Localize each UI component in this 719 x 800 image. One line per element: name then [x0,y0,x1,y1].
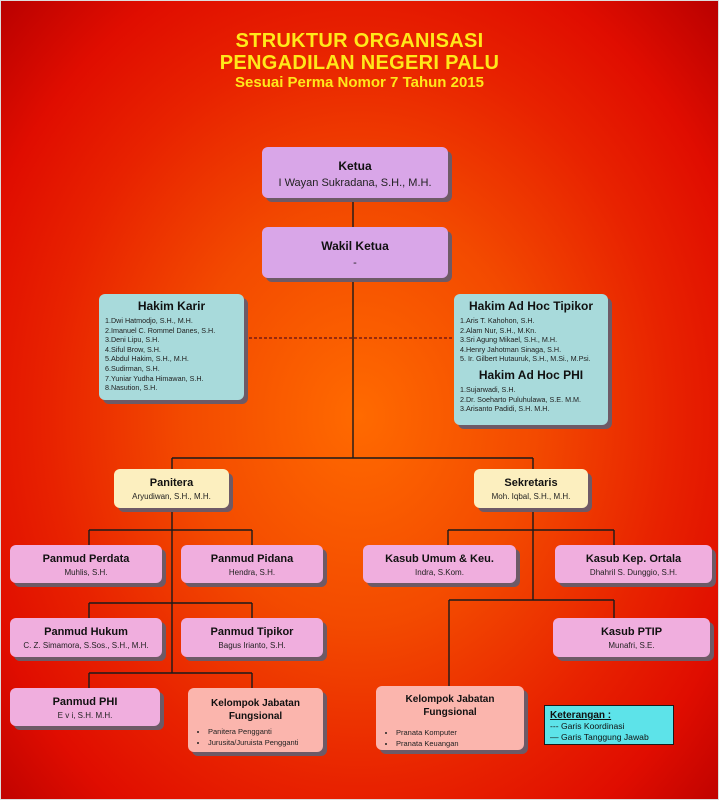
kelompok-panitera-list: Panitera Pengganti Jurusita/Juruista Pen… [188,726,323,748]
hakim-karir-title: Hakim Karir [137,299,206,313]
wakil-ketua-name: - [353,257,357,269]
hakim-karir-list: 1.Dwi Hatmodjo, S.H., M.H. 2.Imanuel C. … [99,316,244,393]
list-item: Panitera Pengganti [208,726,323,737]
panmud-hukum-title: Panmud Hukum [44,626,128,638]
list-item: 7.Yuniar Yudha Himawan, S.H. [105,373,204,383]
list-item: 6.Sudirman, S.H. [105,363,160,373]
ketua-title: Ketua [338,159,372,173]
list-item: 2.Alam Nur, S.H., M.Kn. [460,325,537,335]
list-item: Pranata Komputer [396,727,524,738]
kelompok-fungsional-panitera-box: Kelompok Jabatan Fungsional Panitera Pen… [188,688,323,752]
legend-box: Keterangan : --- Garis Koordinasi — Gari… [544,705,674,745]
list-item: 2.Imanuel C. Rommel Danes, S.H. [105,325,216,335]
panmud-tipikor-name: Bagus Irianto, S.H. [218,641,286,650]
hakim-ad-hoc-phi-title: Hakim Ad Hoc PHI [478,367,584,382]
hakim-ad-hoc-tipikor-list: 1.Aris T. Kahohon, S.H. 2.Alam Nur, S.H.… [454,316,608,364]
list-item: 5. Ir. Gilbert Hutauruk, S.H., M.Si., M.… [460,354,591,364]
ketua-box: Ketua I Wayan Sukradana, S.H., M.H. [262,147,448,198]
panitera-title: Panitera [149,477,194,489]
legend-solid-label: — Garis Tanggung Jawab [550,732,649,742]
list-item: 2.Dr. Soeharto Puluhulawa, S.E. M.M. [460,394,582,404]
hakim-karir-box: Hakim Karir 1.Dwi Hatmodjo, S.H., M.H. 2… [99,294,244,400]
sekretaris-title: Sekretaris [504,477,558,489]
list-item: Jurusita/Juruista Pengganti [208,737,323,748]
kelompok-sekretaris-title-2: Fungsional [423,707,477,718]
kasub-ortala-name: Dhahril S. Dunggio, S.H. [589,568,678,577]
panmud-tipikor-box: Panmud Tipikor Bagus Irianto, S.H. [181,618,323,657]
wakil-ketua-title: Wakil Ketua [321,239,389,253]
chart-title: STRUKTUR ORGANISASI PENGADILAN NEGERI PA… [0,30,719,92]
sekretaris-box: Sekretaris Moh. Iqbal, S.H., M.H. [474,469,588,508]
panmud-perdata-title: Panmud Perdata [42,553,130,565]
wakil-ketua-box: Wakil Ketua - [262,227,448,278]
kasub-ptip-box: Kasub PTIP Munafri, S.E. [553,618,710,657]
panmud-perdata-name: Muhlis, S.H. [64,568,108,577]
title-line-2: PENGADILAN NEGERI PALU [219,52,500,74]
panmud-phi-box: Panmud PHI E v i, S.H. M.H. [10,688,160,726]
list-item: 8.Nasution, S.H. [105,383,158,393]
list-item: 4.Henry Jahotman Sinaga, S.H. [460,344,562,354]
panmud-phi-title: Panmud PHI [52,696,118,708]
kelompok-panitera-title-1: Kelompok Jabatan [211,698,300,709]
panmud-hukum-name: C. Z. Simamora, S.Sos., S.H., M.H. [23,641,149,650]
kelompok-fungsional-sekretaris-box: Kelompok Jabatan Fungsional Pranata Komp… [376,686,524,750]
kasub-ptip-name: Munafri, S.E. [608,641,655,650]
sekretaris-name: Moh. Iqbal, S.H., M.H. [491,492,571,501]
kelompok-panitera-title-2: Fungsional [228,711,283,722]
list-item: 1.Sujarwadi, S.H. [460,384,516,394]
panmud-pidana-box: Panmud Pidana Hendra, S.H. [181,545,323,583]
hakim-ad-hoc-phi-list: 1.Sujarwadi, S.H. 2.Dr. Soeharto Puluhul… [454,385,608,414]
list-item: 1.Dwi Hatmodjo, S.H., M.H. [105,316,193,325]
panmud-pidana-name: Hendra, S.H. [228,568,276,577]
list-item: 1.Aris T. Kahohon, S.H. [460,316,535,325]
hakim-ad-hoc-tipikor-title: Hakim Ad Hoc Tipikor [468,299,594,313]
kelompok-sekretaris-list: Pranata Komputer Pranata Keuangan [376,727,524,749]
kasub-ptip-title: Kasub PTIP [600,626,663,638]
list-item: 4.Siful Brow, S.H. [105,344,161,354]
list-item: 5.Abdul Hakim, S.H., M.H. [105,354,189,364]
kelompok-sekretaris-title-1: Kelompok Jabatan [405,694,495,705]
hakim-ad-hoc-box: Hakim Ad Hoc Tipikor 1.Aris T. Kahohon, … [454,294,608,425]
kasub-umum-name: Indra, S.Kom. [415,568,464,577]
ketua-name: I Wayan Sukradana, S.H., M.H. [278,177,432,189]
list-item: Pranata Keuangan [396,738,524,749]
kasub-ortala-title: Kasub Kep. Ortala [585,553,682,565]
panmud-phi-name: E v i, S.H. M.H. [57,711,113,720]
panitera-box: Panitera Aryudiwan, S.H., M.H. [114,469,229,508]
kasub-ortala-box: Kasub Kep. Ortala Dhahril S. Dunggio, S.… [555,545,712,583]
panitera-name: Aryudiwan, S.H., M.H. [132,492,211,501]
legend-dashed-label: --- Garis Koordinasi [550,721,625,731]
list-item: 3.Arisanto Padidi, S.H. M.H. [460,404,550,414]
kasub-umum-box: Kasub Umum & Keu. Indra, S.Kom. [363,545,516,583]
list-item: 3.Deni Lipu, S.H. [105,335,160,345]
subtitle: Sesuai Perma Nomor 7 Tahun 2015 [235,74,484,91]
panmud-pidana-title: Panmud Pidana [210,553,294,565]
kasub-umum-title: Kasub Umum & Keu. [385,553,494,565]
list-item: 3.Sri Agung Mikael, S.H., M.H. [460,335,558,345]
panmud-tipikor-title: Panmud Tipikor [210,626,294,638]
panmud-hukum-box: Panmud Hukum C. Z. Simamora, S.Sos., S.H… [10,618,162,657]
legend-title: Keterangan : [550,710,612,721]
panmud-perdata-box: Panmud Perdata Muhlis, S.H. [10,545,162,583]
title-line-1: STRUKTUR ORGANISASI [235,30,484,52]
